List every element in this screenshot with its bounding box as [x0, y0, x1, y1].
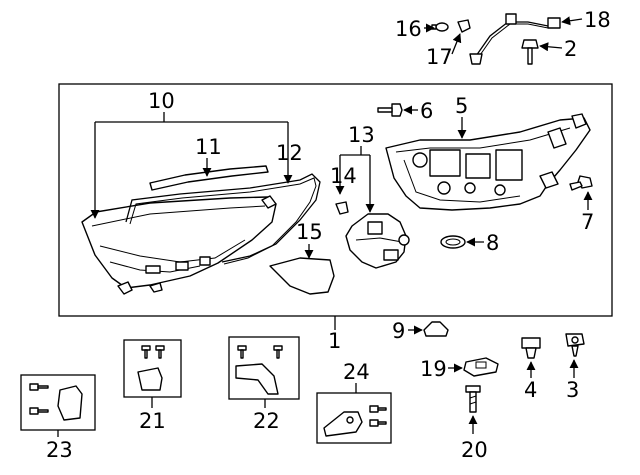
- callout-11: 11: [195, 135, 222, 159]
- callout-18: 18: [584, 8, 611, 32]
- callout-8: 8: [486, 231, 499, 255]
- callout-15: 15: [296, 220, 323, 244]
- callout-24: 24: [343, 360, 370, 384]
- bracket-15: [269, 257, 335, 295]
- bolt-20: [465, 385, 481, 413]
- plug-9: [423, 321, 449, 337]
- socket-17: [457, 19, 471, 33]
- kit-22-parts: [235, 345, 283, 395]
- socket-assembly: [345, 213, 410, 269]
- callout-13: 13: [348, 123, 375, 147]
- callout-17: 17: [426, 45, 453, 69]
- bolt-3: [565, 333, 585, 357]
- callout-3: 3: [566, 378, 579, 402]
- o-ring-8: [440, 235, 466, 249]
- headlamp-housing: [385, 113, 591, 211]
- kit-22-frame: [228, 336, 300, 400]
- grommet-4: [521, 337, 541, 359]
- callout-23: 23: [46, 438, 73, 462]
- kit-24-frame: [316, 392, 392, 444]
- callout-22: 22: [253, 409, 280, 433]
- kit-24-parts: [323, 405, 387, 437]
- callout-7: 7: [581, 210, 594, 234]
- callout-21: 21: [139, 409, 166, 433]
- nut-19: [463, 357, 499, 377]
- callout-16: 16: [395, 17, 422, 41]
- callout-4: 4: [524, 378, 537, 402]
- kit-21-parts: [137, 345, 165, 391]
- callout-5: 5: [455, 94, 468, 118]
- clip-14: [335, 201, 349, 215]
- kit-23-parts: [29, 383, 83, 421]
- callout-20: 20: [461, 438, 488, 462]
- callout-12: 12: [276, 141, 303, 165]
- wire-harness-18: [469, 13, 561, 65]
- trim-strip: [149, 165, 269, 191]
- callout-19: 19: [420, 357, 447, 381]
- screw-6: [377, 103, 403, 117]
- screw-7: [569, 175, 593, 191]
- lens-seal-inner: [129, 177, 317, 265]
- headlamp-lens: [81, 195, 277, 295]
- callout-9: 9: [392, 319, 405, 343]
- callout-1: 1: [328, 329, 341, 353]
- callout-14: 14: [330, 164, 357, 188]
- bulb-16: [431, 22, 449, 32]
- callout-6: 6: [420, 99, 433, 123]
- callout-2: 2: [564, 37, 577, 61]
- bolt-2: [521, 39, 539, 65]
- callout-10: 10: [148, 89, 175, 113]
